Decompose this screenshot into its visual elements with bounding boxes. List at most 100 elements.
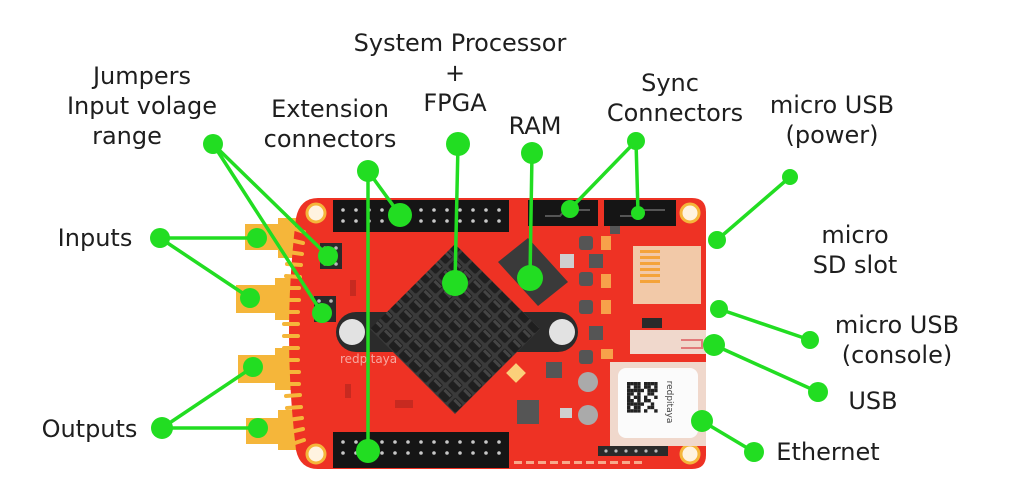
dot-input-2 — [240, 288, 260, 308]
qr-module — [630, 399, 634, 403]
label-extension-connectors: Extension connectors — [250, 94, 410, 154]
header-pin — [354, 219, 358, 223]
header-pin — [497, 440, 501, 444]
dot-outputs-label — [151, 417, 173, 439]
qr-module — [647, 405, 651, 410]
qr-module — [637, 402, 641, 406]
qr-module — [654, 388, 658, 393]
qr-module — [627, 382, 631, 386]
label-line: Connectors — [606, 99, 744, 127]
qr-code — [627, 382, 658, 413]
label-line: FPGA — [423, 89, 487, 117]
bottom-pads — [514, 461, 642, 464]
label-line: (console) — [841, 341, 953, 369]
header-pin — [380, 440, 384, 444]
header-pin — [471, 219, 475, 223]
label-line: (power) — [785, 121, 879, 149]
qr-module — [627, 409, 631, 413]
label-line: Outputs — [41, 415, 138, 443]
qr-module — [647, 382, 651, 386]
dot-output-1 — [243, 357, 263, 377]
qr-module — [650, 402, 655, 406]
header-pin — [458, 440, 462, 444]
qr-module — [637, 395, 641, 399]
dot-ram-label — [521, 142, 543, 164]
qr-module — [627, 399, 631, 403]
label-jumpers: Jumpers Input volage range — [52, 61, 232, 151]
label-sync-connectors: Sync Connectors — [595, 68, 755, 128]
label-outputs: Outputs — [32, 414, 147, 444]
header-pin — [419, 219, 423, 223]
qr-module — [644, 382, 648, 386]
header-pin — [380, 451, 384, 455]
qr-module — [647, 392, 651, 396]
header-pin — [419, 208, 423, 212]
dot-sd-slot — [710, 300, 728, 318]
label-micro-sd-slot: micro SD slot — [800, 220, 910, 280]
dot-extension-bottom — [356, 439, 380, 463]
label-line: Jumpers — [92, 62, 192, 90]
qr-module — [640, 388, 644, 393]
qr-module — [630, 402, 634, 406]
dot-sync-2 — [631, 206, 645, 220]
label-line: micro USB — [834, 311, 960, 339]
header-pin — [393, 440, 397, 444]
label-micro-usb-power: micro USB (power) — [762, 90, 902, 150]
label-line: range — [92, 122, 162, 150]
label-line: System Processor — [353, 29, 567, 57]
ethernet-sticker-brand: redpitaya — [664, 381, 674, 424]
dot-output-2 — [248, 418, 268, 438]
header-pin — [458, 208, 462, 212]
header-pin — [406, 451, 410, 455]
dot-fpga — [442, 270, 468, 296]
dot-sync-1 — [561, 200, 579, 218]
qr-module — [630, 382, 634, 386]
smd-components — [345, 226, 662, 425]
qr-module — [630, 388, 634, 393]
header-pin — [341, 451, 345, 455]
qr-module — [637, 392, 641, 396]
label-ram: RAM — [500, 111, 570, 141]
label-line: SD slot — [812, 251, 898, 279]
dot-fpga-label — [446, 132, 470, 156]
qr-module — [637, 382, 641, 386]
label-line: RAM — [508, 112, 562, 140]
qr-module — [630, 392, 634, 396]
qr-module — [633, 402, 638, 406]
label-ethernet: Ethernet — [768, 437, 888, 467]
header-pin — [471, 440, 475, 444]
label-line: Sync — [641, 69, 699, 97]
bottom-pin-header — [598, 446, 668, 456]
qr-module — [633, 385, 638, 389]
dot-ram — [517, 265, 543, 291]
header-pin — [432, 219, 436, 223]
label-line: micro USB — [769, 91, 895, 119]
dot-input-1 — [247, 228, 267, 248]
label-inputs: Inputs — [50, 223, 140, 253]
header-pin — [484, 208, 488, 212]
label-line: micro — [821, 221, 889, 249]
header-pin — [497, 208, 501, 212]
qr-module — [637, 399, 641, 403]
label-line: Ethernet — [776, 438, 880, 466]
dot-usb-console-label — [801, 331, 819, 349]
label-usb: USB — [838, 386, 908, 416]
qr-module — [630, 409, 634, 413]
qr-module — [627, 395, 631, 399]
qr-module — [654, 382, 658, 386]
header-pin — [497, 451, 501, 455]
header-pin — [484, 451, 488, 455]
qr-module — [650, 392, 655, 396]
dot-jumper-2 — [312, 303, 332, 323]
qr-module — [654, 385, 658, 389]
header-pin — [484, 219, 488, 223]
header-pin — [341, 440, 345, 444]
header-pin — [445, 219, 449, 223]
label-line: Extension — [271, 95, 389, 123]
qr-module — [647, 399, 651, 403]
qr-module — [633, 382, 638, 386]
qr-module — [650, 382, 655, 386]
qr-module — [644, 385, 648, 389]
heatsink — [370, 244, 540, 414]
dot-usb-power-label — [782, 169, 798, 185]
